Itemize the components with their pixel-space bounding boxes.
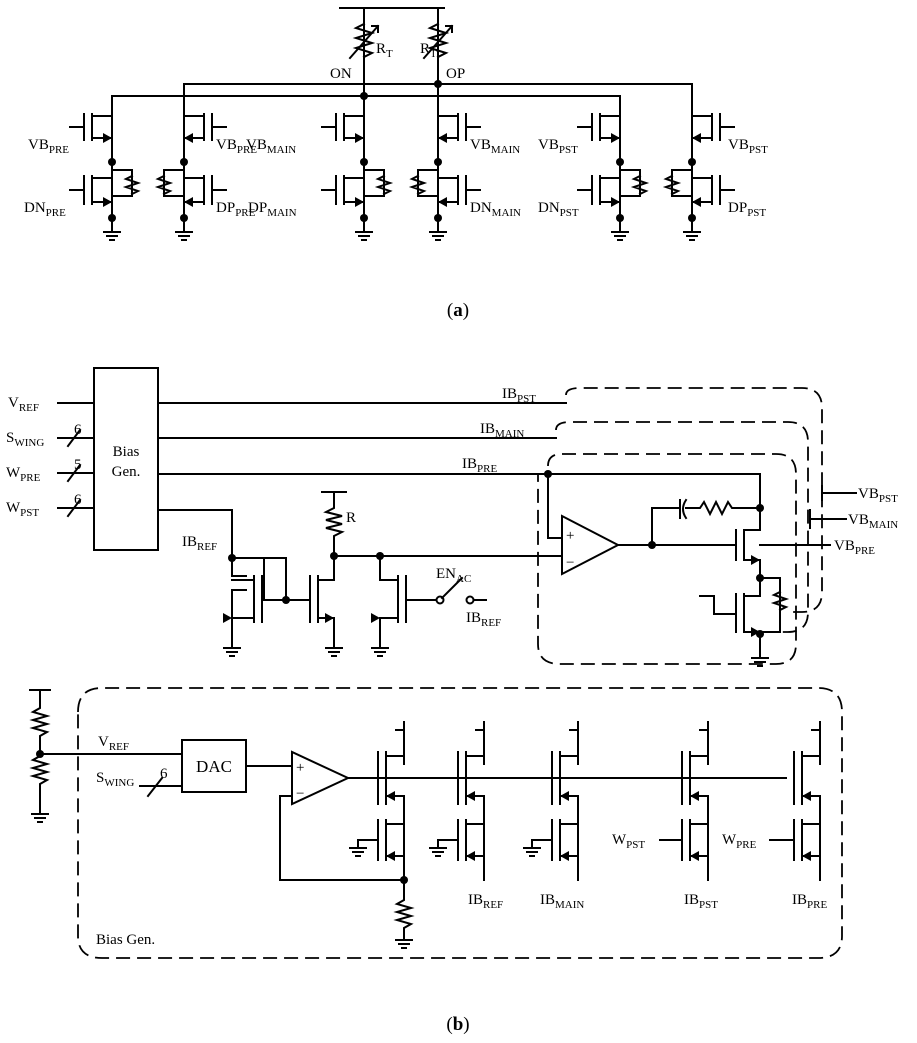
svg-text:DPMAIN: DPMAIN (248, 200, 297, 219)
svg-text:DNPST: DNPST (538, 200, 579, 219)
svg-text:WPRE: WPRE (722, 832, 757, 851)
svg-text:VBMAIN: VBMAIN (848, 512, 898, 531)
svg-text:IBPST: IBPST (502, 386, 536, 405)
caption-a: (a) (447, 300, 469, 321)
svg-text:VBPST: VBPST (728, 137, 768, 156)
svg-text:IBREF: IBREF (468, 892, 503, 911)
svg-text:IBPST: IBPST (684, 892, 718, 911)
svg-text:Bias: Bias (113, 444, 140, 460)
bias-gen-outline-label: Bias Gen. (96, 932, 155, 948)
svg-text:SWING: SWING (6, 430, 44, 449)
svg-text:VBPST: VBPST (858, 486, 898, 505)
node-on-label: ON (330, 66, 352, 82)
svg-text:6: 6 (160, 766, 168, 782)
diagram-a: RT RT ON OP (24, 7, 768, 321)
caption-b: (b) (446, 1014, 469, 1035)
svg-text:WPST: WPST (612, 832, 645, 851)
svg-text:−: − (566, 555, 574, 571)
node-op-label: OP (446, 66, 465, 82)
svg-text:DNPRE: DNPRE (24, 200, 66, 219)
svg-text:DPPST: DPPST (728, 200, 766, 219)
svg-text:VBPRE: VBPRE (28, 137, 69, 156)
svg-text:+: + (566, 528, 574, 544)
svg-text:IBREF: IBREF (466, 610, 501, 629)
svg-text:VBMAIN: VBMAIN (470, 137, 520, 156)
svg-text:WPRE: WPRE (6, 465, 41, 484)
svg-text:VBPST: VBPST (538, 137, 578, 156)
svg-text:WPST: WPST (6, 500, 39, 519)
svg-text:IBPRE: IBPRE (792, 892, 827, 911)
svg-text:SWING: SWING (96, 770, 134, 789)
svg-text:IBMAIN: IBMAIN (540, 892, 584, 911)
svg-text:R: R (346, 510, 356, 526)
svg-text:+: + (296, 760, 304, 776)
svg-text:RT: RT (376, 41, 393, 60)
svg-text:IBMAIN: IBMAIN (480, 421, 524, 440)
svg-text:RT: RT (420, 41, 437, 60)
svg-text:VBMAIN: VBMAIN (246, 137, 296, 156)
svg-text:6: 6 (74, 422, 82, 438)
diagram-b-bottom: VREF SWING 6 DAC + − Bias Gen. (29, 687, 843, 1035)
svg-text:VREF: VREF (98, 734, 129, 753)
svg-text:Gen.: Gen. (112, 464, 141, 480)
svg-text:6: 6 (74, 492, 82, 508)
svg-text:DAC: DAC (196, 757, 232, 776)
svg-text:VBPRE: VBPRE (216, 137, 257, 156)
svg-text:VREF: VREF (8, 395, 39, 414)
svg-text:IBPRE: IBPRE (462, 456, 497, 475)
svg-text:VBPRE: VBPRE (834, 538, 875, 557)
svg-text:ENAC: ENAC (436, 566, 471, 585)
svg-text:DPPRE: DPPRE (216, 200, 256, 219)
svg-text:IBREF: IBREF (182, 534, 217, 553)
svg-text:−: − (296, 786, 304, 802)
bias-gen-block (93, 367, 159, 551)
svg-text:DNMAIN: DNMAIN (470, 200, 521, 219)
diagram-b-top: Bias Gen. VREF SWING WPRE WPST 6 5 6 IBP… (6, 367, 898, 667)
svg-text:5: 5 (74, 457, 82, 473)
